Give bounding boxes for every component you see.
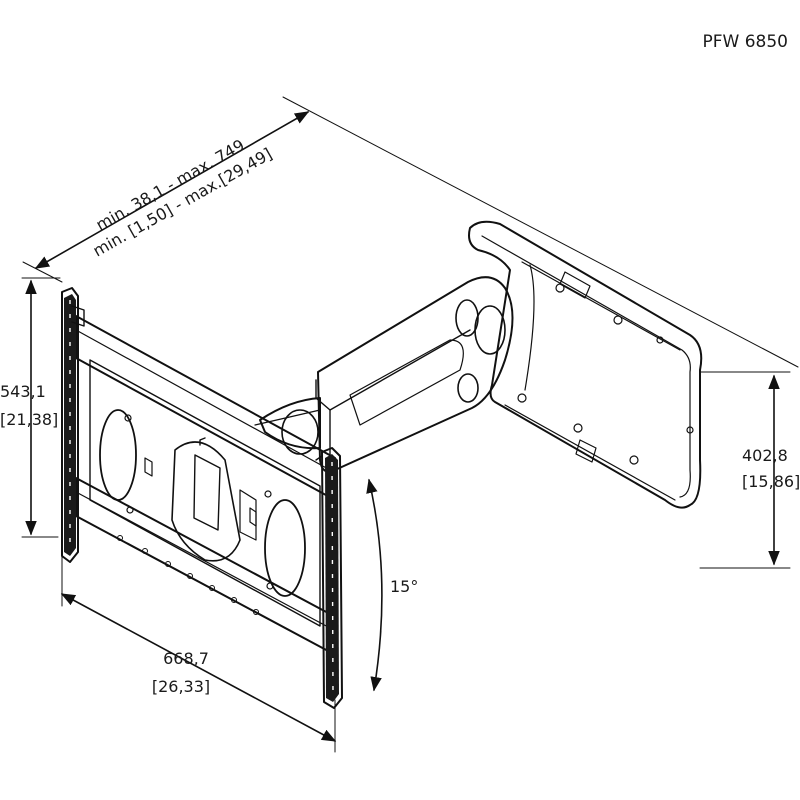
- model-number: PFW 6850: [702, 32, 788, 52]
- right-vertical-rail: [315, 447, 343, 709]
- wall-height-mm: 402,8: [742, 446, 788, 465]
- left-vertical-rail: [61, 287, 85, 563]
- wall-plate: [468, 220, 703, 509]
- plate-height-in: [21,38]: [0, 410, 58, 429]
- width-label-mm: 668,7: [163, 649, 209, 668]
- depth-label-in: min. [1,50] - max.[29,49]: [90, 144, 276, 260]
- tilt-angle: 15°: [366, 478, 418, 692]
- plate-height-dimension: 543,1 [21,38]: [0, 277, 61, 538]
- tv-plate: [75, 315, 336, 653]
- width-label-in: [26,33]: [152, 677, 210, 696]
- wall-height-dimension: 402,8 [15,86]: [699, 371, 800, 569]
- plate-height-mm: 543,1: [0, 382, 46, 401]
- wall-height-in: [15,86]: [742, 472, 800, 491]
- depth-dimension: min. 38,1 - max. 749 min. [1,50] - max.[…: [22, 96, 799, 368]
- swing-arm: [254, 276, 514, 473]
- tilt-label: 15°: [390, 577, 418, 596]
- width-dimension: 668,7 [26,33]: [60, 554, 337, 753]
